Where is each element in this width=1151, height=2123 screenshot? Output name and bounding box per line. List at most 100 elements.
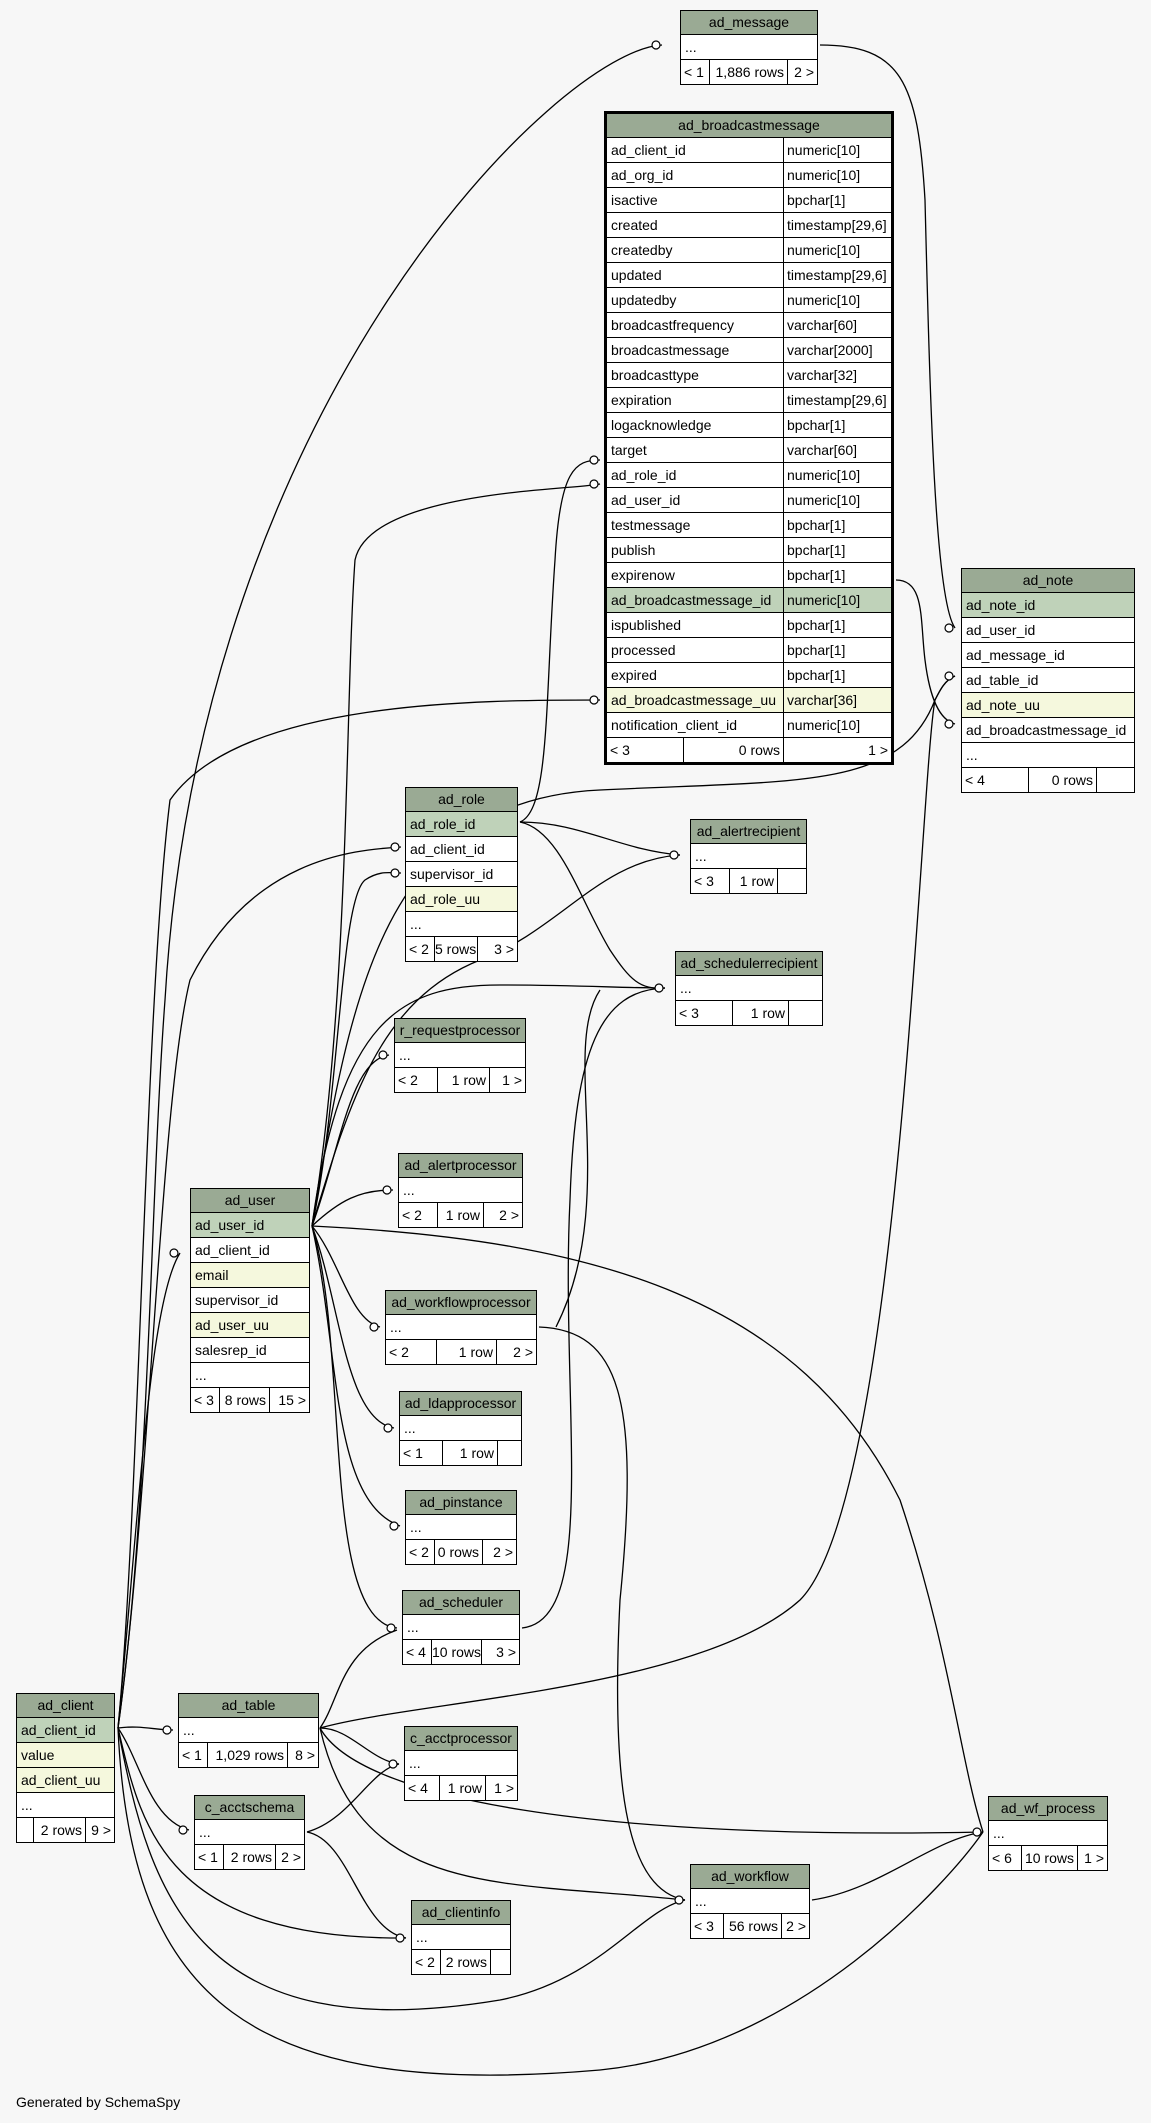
parents-link[interactable]: < 3 <box>610 742 630 758</box>
table-header[interactable]: ad_wf_process <box>989 1797 1107 1821</box>
parents-link[interactable]: < 4 <box>408 1780 428 1796</box>
parents-link[interactable]: < 4 <box>406 1644 426 1660</box>
parents-link[interactable]: < 3 <box>194 1392 214 1408</box>
column-row: ad_client_id <box>406 837 517 862</box>
column-name: ... <box>199 1824 211 1840</box>
children-link[interactable]: 2 > <box>482 1540 516 1564</box>
parents-link[interactable] <box>17 1818 33 1842</box>
column-type: bpchar[1] <box>783 413 891 437</box>
parents-link[interactable]: < 4 <box>965 772 985 788</box>
children-link[interactable]: 2 > <box>781 1914 809 1938</box>
relationship-line <box>319 675 956 1729</box>
children-link[interactable]: 1 > <box>489 1068 525 1092</box>
parents-link[interactable]: < 2 <box>398 1072 418 1088</box>
children-link[interactable]: 15 > <box>269 1388 309 1412</box>
column-name: ad_role_uu <box>410 891 481 907</box>
table-header[interactable]: ad_message <box>681 11 817 35</box>
column-name: target <box>611 442 647 458</box>
parents-link[interactable]: < 2 <box>409 1544 429 1560</box>
parents-link[interactable]: < 1 <box>182 1747 202 1763</box>
table-header[interactable]: ad_ldapprocessor <box>400 1392 521 1416</box>
children-link[interactable]: 1 > <box>485 1776 517 1800</box>
children-link[interactable]: 2 > <box>275 1845 304 1869</box>
parents-link[interactable]: < 2 <box>402 1207 422 1223</box>
children-link[interactable]: 9 > <box>85 1818 114 1842</box>
table-header[interactable]: ad_workflow <box>691 1865 809 1889</box>
table-header[interactable]: c_acctschema <box>195 1796 304 1820</box>
table-header[interactable]: ad_role <box>406 788 517 812</box>
table-header[interactable]: ad_user <box>191 1189 309 1213</box>
table-header[interactable]: ad_table <box>179 1694 318 1718</box>
table-header[interactable]: ad_alertprocessor <box>399 1154 522 1178</box>
parents-link[interactable]: < 3 <box>694 873 714 889</box>
parents-link[interactable]: < 2 <box>415 1954 435 1970</box>
children-link[interactable] <box>788 1001 822 1025</box>
column-type: numeric[10] <box>783 588 891 612</box>
relationship-line <box>311 1225 398 1629</box>
column-row: ... <box>412 1925 510 1950</box>
table-header[interactable]: ad_workflowprocessor <box>386 1291 536 1315</box>
parents-link[interactable]: < 1 <box>403 1445 423 1461</box>
children-link[interactable] <box>497 1441 521 1465</box>
table-header[interactable]: ad_client <box>17 1694 114 1718</box>
children-link[interactable]: 3 > <box>477 937 517 961</box>
column-name: expired <box>611 667 657 683</box>
table-header[interactable]: ad_pinstance <box>406 1491 516 1515</box>
relationship-endpoint-marker <box>944 623 954 633</box>
table-header[interactable]: c_acctprocessor <box>405 1727 517 1751</box>
parents-link[interactable]: < 2 <box>409 941 429 957</box>
parents-link[interactable]: < 6 <box>992 1850 1012 1866</box>
children-link[interactable]: 1 > <box>783 738 891 762</box>
children-link[interactable] <box>777 869 806 893</box>
column-name: expirenow <box>611 567 675 583</box>
column-type: varchar[36] <box>783 688 891 712</box>
children-link[interactable]: 2 > <box>496 1340 536 1364</box>
table-header[interactable]: ad_alertrecipient <box>691 820 806 844</box>
table-header[interactable]: r_requestprocessor <box>395 1019 525 1043</box>
parents-link[interactable]: < 3 <box>679 1005 699 1021</box>
children-link[interactable] <box>490 1950 510 1974</box>
table-header[interactable]: ad_schedulerrecipient <box>676 952 822 976</box>
children-link[interactable] <box>1096 768 1134 792</box>
table-header[interactable]: ad_note <box>962 569 1134 593</box>
children-link[interactable]: 2 > <box>787 60 817 84</box>
parents-link[interactable]: < 1 <box>198 1849 218 1865</box>
column-name: ... <box>410 1519 422 1535</box>
children-link[interactable]: 8 > <box>287 1743 318 1767</box>
children-link[interactable]: 3 > <box>481 1640 519 1664</box>
table-header[interactable]: ad_broadcastmessage <box>607 114 891 138</box>
parents-link[interactable]: < 1 <box>684 64 704 80</box>
relationship-endpoint-marker <box>674 1895 684 1905</box>
parents-link[interactable]: < 3 <box>694 1918 714 1934</box>
children-link[interactable]: 1 > <box>1077 1846 1107 1870</box>
parents-link[interactable]: < 2 <box>389 1344 409 1360</box>
table-header[interactable]: ad_clientinfo <box>412 1901 510 1925</box>
table-header[interactable]: ad_scheduler <box>403 1591 519 1615</box>
children-link[interactable]: 2 > <box>483 1203 522 1227</box>
